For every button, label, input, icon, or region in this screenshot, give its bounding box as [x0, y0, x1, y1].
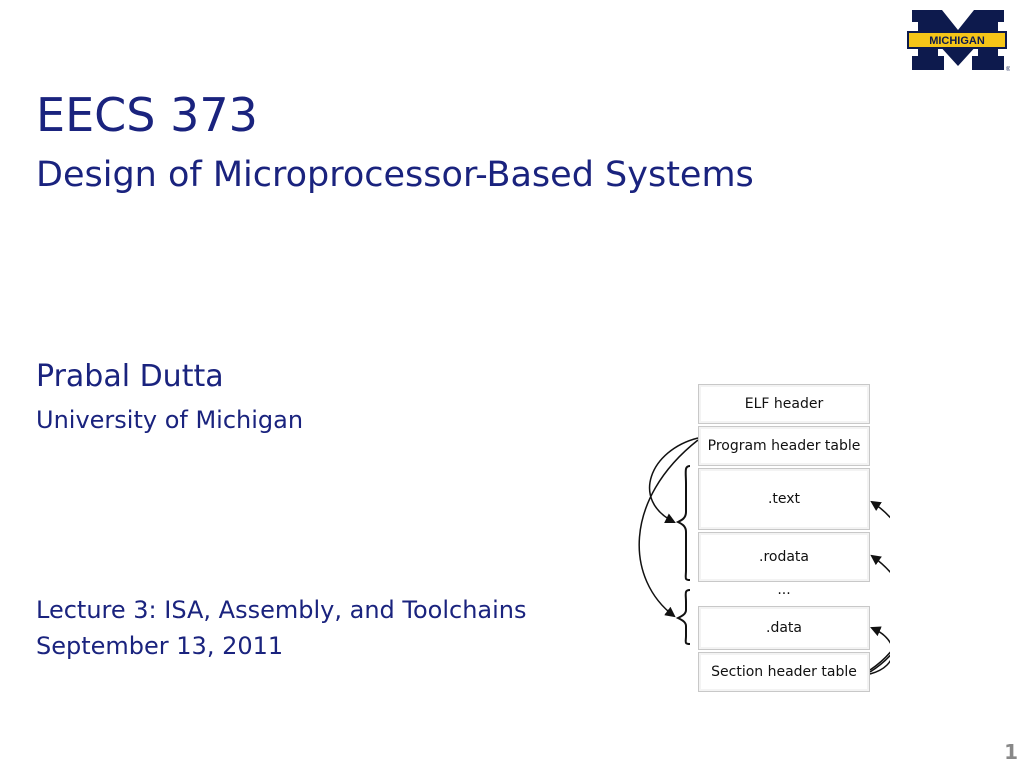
lecture-title: Lecture 3: ISA, Assembly, and Toolchains	[36, 596, 527, 624]
registered-mark: ®	[1006, 66, 1010, 73]
affiliation: University of Michigan	[36, 406, 304, 434]
elf-header-box: ELF header	[698, 384, 870, 424]
program-header-table-box: Program header table	[698, 426, 870, 466]
elf-diagram: ELF header Program header table .text .r…	[630, 380, 890, 700]
page-number: 1	[1004, 740, 1018, 764]
elf-arrows	[638, 437, 890, 675]
course-title: Design of Microprocessor-Based Systems	[36, 155, 754, 195]
course-code: EECS 373	[36, 88, 258, 142]
michigan-logo: MICHIGAN ®	[906, 8, 1011, 74]
logo-text: MICHIGAN	[929, 35, 985, 47]
section-header-table-box: Section header table	[698, 652, 870, 692]
data-section-box: .data	[698, 606, 870, 650]
author-name: Prabal Dutta	[36, 359, 224, 394]
ellipsis: ...	[777, 582, 791, 598]
text-section-box: .text	[698, 468, 870, 530]
rodata-section-box: .rodata	[698, 532, 870, 582]
lecture-date: September 13, 2011	[36, 632, 284, 660]
